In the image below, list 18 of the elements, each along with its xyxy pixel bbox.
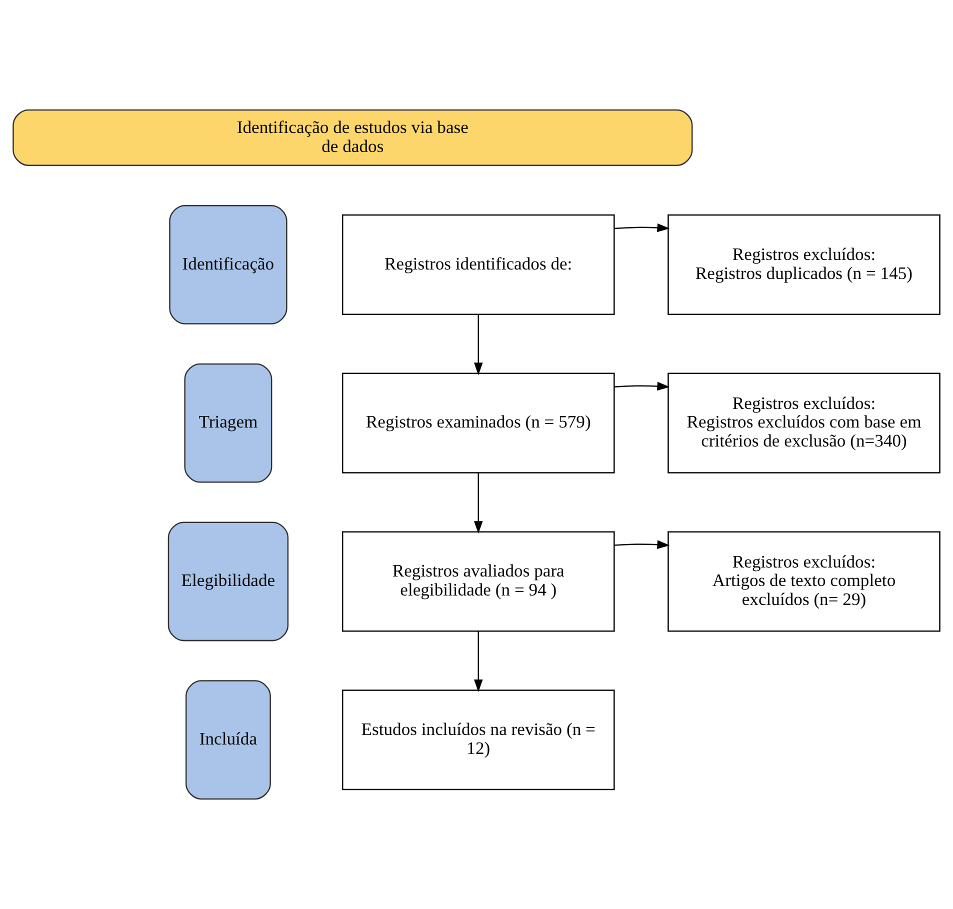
node-box: Registros examinados (n = 579)	[342, 372, 615, 474]
node-box: Registros avaliados para elegibilidade (n = 94 )	[342, 531, 615, 632]
arrow	[474, 472, 483, 534]
arrow	[474, 631, 483, 692]
node-box: Identificação	[169, 204, 288, 324]
node-box: Registros identificados de:	[342, 214, 615, 315]
arrow	[474, 314, 483, 376]
node-box: Registros excluídos: Registros duplicados (n = 145)	[668, 214, 940, 315]
node-box: Identificação de estudos via base de dados	[12, 109, 693, 166]
arrow	[614, 382, 670, 391]
node-box: Registros excluídos: Registros excluídos com base em critérios de exclusão (n=340)	[668, 372, 940, 474]
arrow	[614, 223, 670, 232]
node-box: Registros excluídos: Artigos de texto completo excluídos (n= 29)	[668, 531, 940, 632]
node-box: Triagem	[184, 363, 272, 483]
node-box: Elegibilidade	[168, 522, 289, 642]
node-box: Estudos incluídos na revisão (n = 12)	[342, 690, 615, 790]
arrow	[614, 540, 670, 549]
node-box: Incluída	[185, 680, 271, 800]
